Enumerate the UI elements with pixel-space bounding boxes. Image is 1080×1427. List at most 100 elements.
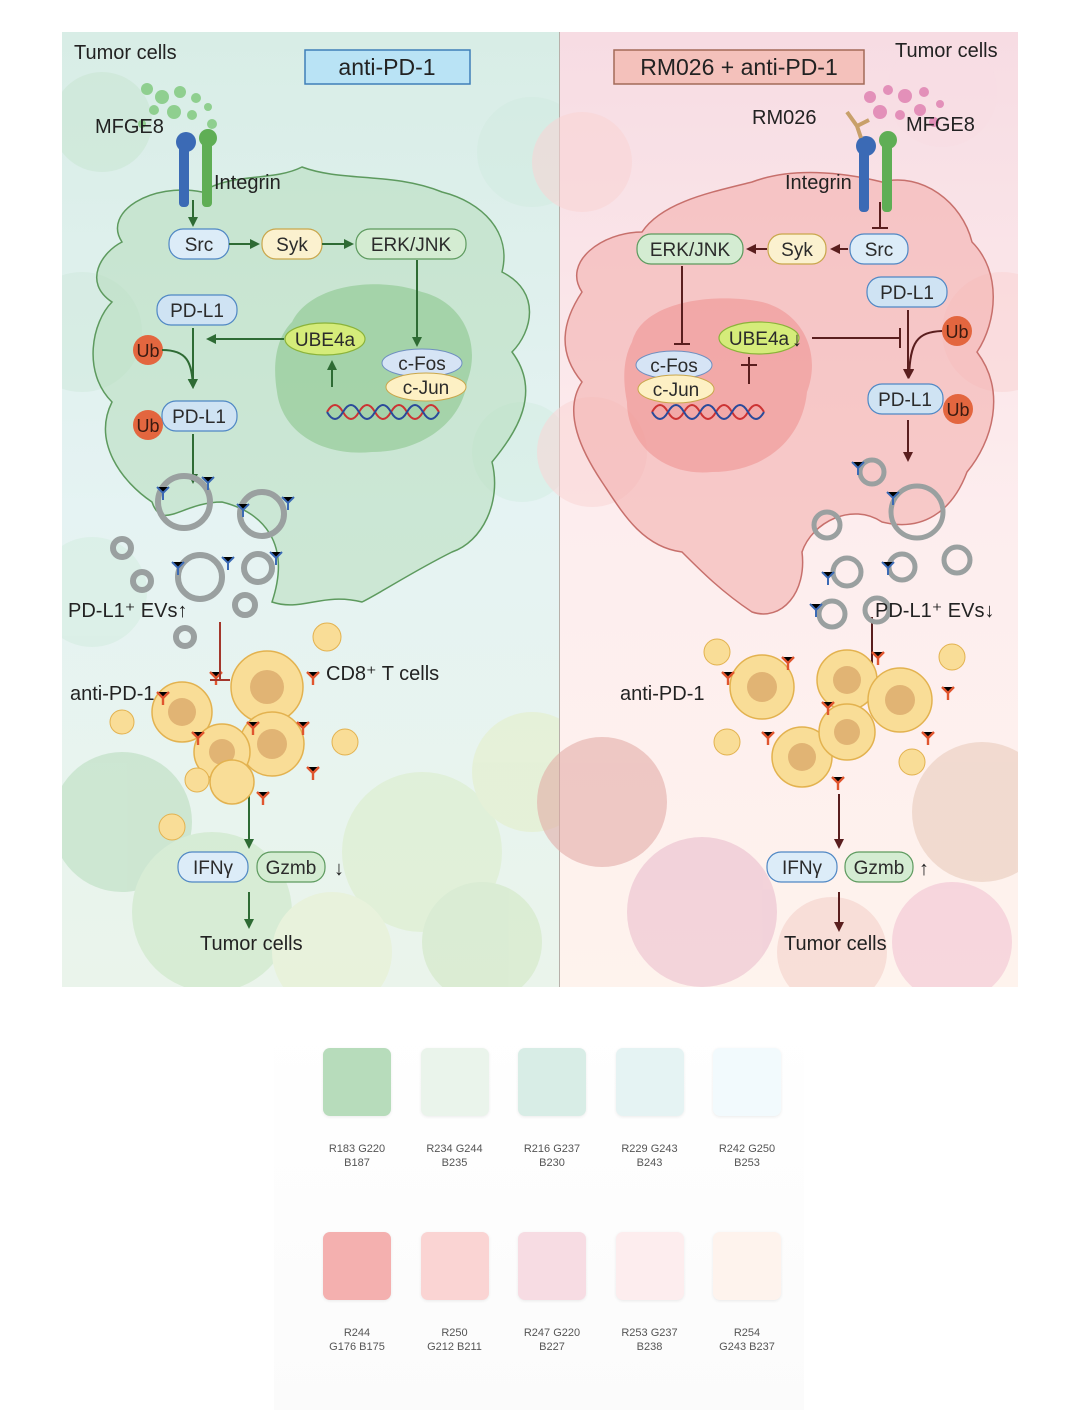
palette-swatch (420, 1048, 489, 1116)
left-cjun-label: c-Jun (403, 378, 449, 399)
right-ifng-pill (766, 851, 838, 883)
left-gzmb-pill (256, 851, 326, 883)
right-effect-arrow: ↑ (919, 858, 929, 880)
palette-swatch (518, 1048, 586, 1116)
palette-swatch-label: R242 G250 B253 (718, 1143, 776, 1169)
right-tumor-cells-bottom: Tumor cells (784, 933, 887, 955)
left-ube4a-ellipse (284, 322, 366, 356)
right-cjun-label: c-Jun (653, 380, 699, 401)
palette-swatch (713, 1048, 781, 1116)
palette-swatch-item: R250 G212 B211 (410, 1232, 500, 1354)
palette-swatch-label: R254 G243 B237 (719, 1327, 775, 1353)
palette-swatch-item: R183 G220 B187 (312, 1048, 402, 1170)
left-mfge8-label: MFGE8 (95, 116, 164, 138)
right-mfge8-vesicles (864, 85, 944, 127)
palette-swatch-item: R234 G244 B235 (410, 1048, 500, 1170)
right-ifng-label: IFNγ (782, 858, 823, 879)
left-integrin-label: Integrin (214, 172, 281, 194)
right-pdl1-evs-label: PD-L1⁺ EVs↓ (875, 600, 994, 622)
left-ub-bound-label: Ub (136, 416, 159, 436)
left-cd8-t-cells (109, 622, 359, 841)
palette-swatch-item: R247 G220 B227 (507, 1232, 597, 1354)
right-pdl1-evs (811, 457, 973, 630)
right-ub-bound-circle (943, 394, 973, 424)
palette-swatch (713, 1232, 781, 1300)
palette-swatch-label: R244 G176 B175 (329, 1327, 385, 1353)
right-ub-free-label: Ub (945, 322, 968, 342)
left-integrin-receptor (176, 129, 217, 207)
left-syk-label: Syk (276, 235, 308, 256)
left-ub-bound-circle (133, 410, 163, 440)
left-pdl1-pill (156, 294, 238, 326)
palette-swatch-label: R183 G220 B187 (328, 1143, 386, 1169)
right-tumor-cells-label: Tumor cells (895, 40, 998, 62)
right-erkjnk-label: ERK/JNK (650, 240, 731, 261)
left-cfos-label: c-Fos (398, 354, 446, 375)
palette-swatch (615, 1232, 684, 1300)
pink-palette-row: R244 G176 B175 R250 G212 B211 R247 G220 B2… (274, 1232, 804, 1382)
palette-swatch-label: R234 G244 B235 (426, 1143, 483, 1169)
left-anti-pd1-antibodies (156, 671, 320, 805)
right-gzmb-pill (844, 851, 914, 883)
left-pdl1-ub-label: PD-L1 (172, 407, 226, 428)
right-header: RM026 + anti-PD-1 (640, 54, 838, 80)
left-pdl1-evs-label: PD-L1⁺ EVs↑ (68, 600, 187, 622)
right-pdl1-label: PD-L1 (880, 283, 934, 304)
left-background-cells (62, 72, 592, 987)
palette-swatch (420, 1232, 489, 1300)
right-cfos-label: c-Fos (650, 356, 698, 377)
palette-swatch-label: R247 G220 B227 (523, 1327, 581, 1353)
palette-swatch-label: R250 G212 B211 (427, 1327, 482, 1353)
left-erkjnk-label: ERK/JNK (371, 235, 452, 256)
color-palette-card: R183 G220 B187 R234 G244 B235 R216 G237 B2… (274, 1020, 804, 1410)
palette-swatch-label: R229 G243 B243 (621, 1143, 678, 1169)
left-header: anti-PD-1 (338, 54, 435, 80)
left-cd8-label: CD8⁺ T cells (326, 663, 439, 685)
left-ub-free-label: Ub (136, 341, 159, 361)
left-ube4a-label: UBE4a (295, 330, 356, 351)
right-ub-free-circle (942, 316, 972, 346)
left-ub-free-circle (133, 335, 163, 365)
green-palette-row: R183 G220 B187 R234 G244 B235 R216 G237 B2… (274, 1048, 804, 1198)
right-syk-pill (767, 233, 827, 265)
right-pathway-arrows (674, 202, 943, 932)
right-src-label: Src (865, 240, 894, 261)
left-effect-arrow: ↓ (334, 858, 344, 880)
left-tumor-cells-label: Tumor cells (74, 42, 177, 64)
palette-swatch (615, 1048, 684, 1116)
right-ub-bound-label: Ub (946, 400, 969, 420)
right-pdl1-ub-pill (867, 383, 944, 415)
right-erkjnk-pill (636, 233, 744, 265)
right-syk-label: Syk (781, 240, 813, 261)
right-ev-antibodies (809, 461, 900, 617)
palette-swatch (323, 1232, 391, 1300)
left-tumor-cells-bottom: Tumor cells (200, 933, 303, 955)
right-ube4a-label: UBE4a (729, 329, 790, 350)
left-cjun-ellipse (385, 372, 467, 402)
right-cd8-t-cells (703, 638, 966, 788)
right-panel: Tumor cells RM026 MFGE8 Integrin RM026 +… (532, 32, 1018, 987)
right-rm026-label: RM026 (752, 107, 816, 129)
right-src-pill (849, 233, 909, 265)
left-ev-antibodies (156, 476, 295, 575)
palette-swatch-item: R254 G243 B237 (702, 1232, 792, 1354)
left-pdl1-evs (110, 473, 287, 649)
right-mfge8-label: MFGE8 (906, 114, 975, 136)
palette-swatch-label: R216 G237 B230 (523, 1143, 581, 1169)
palette-swatch-item: R216 G237 B230 (507, 1048, 597, 1170)
palette-swatch-item: R253 G237 B238 (605, 1232, 695, 1354)
right-integrin-label: Integrin (785, 172, 852, 194)
right-gzmb-label: Gzmb (854, 858, 905, 879)
left-erkjnk-pill (355, 228, 467, 260)
left-panel: Tumor cells MFGE8 Integrin anti-PD-1 Src… (62, 32, 592, 987)
right-pdl1-pill (866, 276, 948, 308)
palette-swatch (518, 1232, 586, 1300)
left-header-box (304, 49, 471, 85)
right-cjun-ellipse (637, 374, 715, 404)
left-pathway-arrows (161, 200, 422, 929)
left-anti-pd1-label: anti-PD-1 (70, 683, 154, 705)
left-mfge8-vesicles (138, 83, 217, 129)
left-pdl1-label: PD-L1 (170, 301, 224, 322)
mechanism-figure: Tumor cells MFGE8 Integrin anti-PD-1 Src… (62, 32, 1018, 987)
palette-swatch-item: R229 G243 B243 (605, 1048, 695, 1170)
